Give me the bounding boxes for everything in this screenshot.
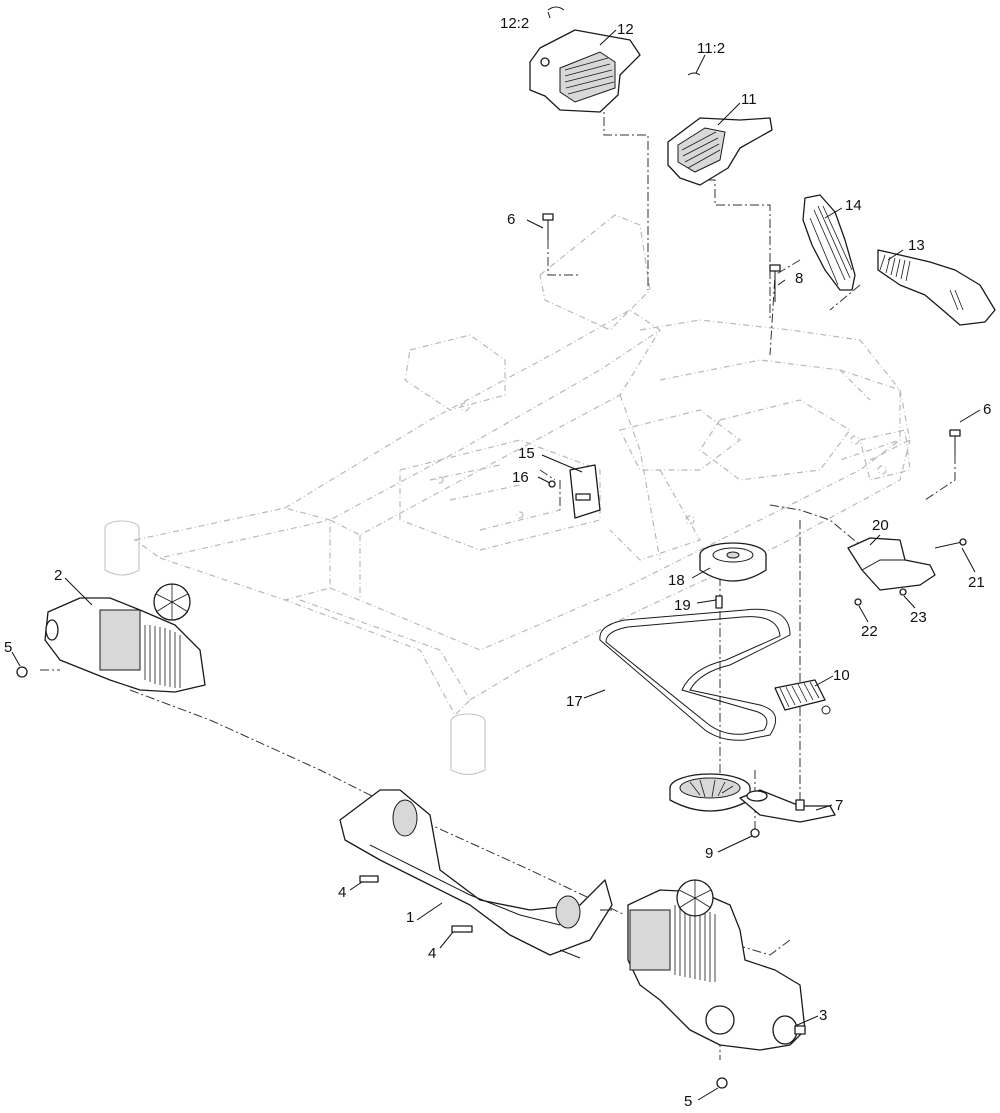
callout-12: 12: [617, 21, 634, 38]
part-9-washer: [750, 828, 760, 838]
bolt-6-right: [949, 429, 961, 455]
part-3-transaxle-right: [627, 879, 806, 1051]
leader-lines: [11, 11, 981, 1101]
callout-7: 7: [835, 797, 843, 814]
callout-8: 8: [795, 270, 803, 287]
callout-3: 3: [819, 1007, 827, 1024]
part-18-pulley: [699, 542, 767, 582]
part-20-bracket: [847, 537, 936, 591]
callout-4-b: 4: [428, 945, 436, 962]
part-5-nut-right: [716, 1077, 728, 1089]
part-7-idler-arm: [669, 773, 836, 823]
callout-15: 15: [518, 445, 535, 462]
part-5-nut-left: [16, 666, 28, 678]
part-15-bracket: [569, 464, 601, 519]
callout-6-right: 6: [983, 401, 991, 418]
part-1-bracket: [339, 789, 613, 959]
chassis-frame: [104, 214, 911, 776]
part-21-bolt: [934, 538, 967, 549]
part-16-screw: [548, 480, 556, 488]
callout-5-right: 5: [684, 1093, 692, 1110]
part-2-transaxle-left: [44, 583, 206, 693]
part-23-nut: [899, 588, 907, 596]
callout-23: 23: [910, 609, 927, 626]
callout-21: 21: [968, 574, 985, 591]
callout-11: 11: [741, 91, 757, 108]
part-19-key: [715, 595, 723, 609]
callout-19: 19: [674, 597, 691, 614]
callout-5-left: 5: [4, 639, 12, 656]
bolt-8: [769, 264, 781, 302]
callout-13: 13: [908, 237, 925, 254]
part-12-cover-plate: [529, 29, 641, 113]
callout-labels: 12:2 12 11:2 11 6 14 13 8 6 15 16 20 21 …: [4, 15, 991, 1110]
callout-1: 1: [406, 909, 414, 926]
part-11-cover-plate: [667, 117, 773, 186]
callout-18: 18: [668, 572, 685, 589]
part-10-spring: [774, 679, 831, 715]
part-4-pin-b: [451, 925, 473, 933]
callout-11-2: 11:2: [697, 40, 725, 57]
callout-17: 17: [566, 693, 583, 710]
callout-16: 16: [512, 469, 529, 486]
callout-9: 9: [705, 845, 713, 862]
callout-10: 10: [833, 667, 850, 684]
callout-20: 20: [872, 517, 889, 534]
part-13-side-panel: [877, 249, 996, 326]
callout-2: 2: [54, 567, 62, 584]
clip-12-2: [547, 6, 565, 11]
part-22-nut: [854, 598, 862, 606]
callout-6-upper: 6: [507, 211, 515, 228]
callout-22: 22: [861, 623, 878, 640]
callout-12-2: 12:2: [500, 15, 529, 32]
part-4-pin-a: [359, 875, 379, 883]
part-17-belt: [599, 608, 791, 741]
callout-14: 14: [845, 197, 862, 214]
bolt-6-upper: [542, 213, 554, 240]
callout-4-a: 4: [338, 884, 346, 901]
clip-11-2: [687, 72, 701, 76]
